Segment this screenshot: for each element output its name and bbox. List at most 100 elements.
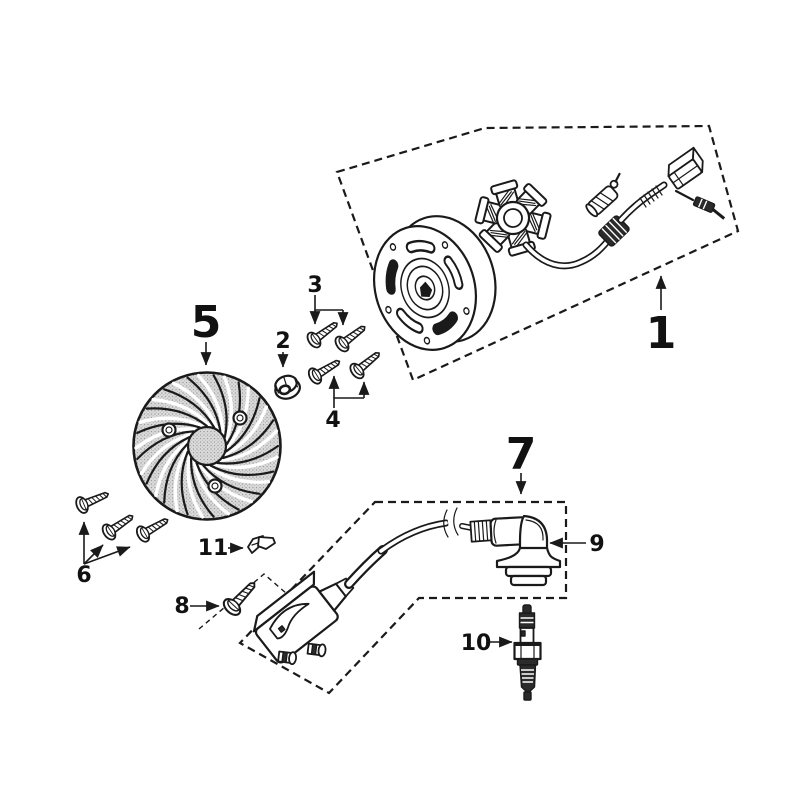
callout-5-label: 5 [191,297,222,348]
fan-cover [132,371,282,521]
callout-7-label: 7 [506,429,537,480]
fan-blade [202,464,261,495]
fan-blade [136,430,195,461]
cap-skirt [495,546,562,569]
bolt-8-axis-line [198,573,295,630]
pickup-coil-shape [614,172,621,183]
spark-plug-cap-shape [509,574,548,587]
cap-ribbed-boot-shape [469,519,493,543]
coil-mount-ear-2-shape [317,643,327,658]
rotor-slot [445,257,462,288]
cap-ribbed-boot-shape [473,520,489,542]
fan-cover-shape [134,373,280,519]
rotor-rivet-hole [423,336,431,345]
fan-blade [205,464,271,484]
callout-4: 4 [325,375,370,433]
grommet-shape [601,217,628,244]
cap-ribbed-boot [469,519,493,543]
callout-6: 6 [76,521,131,588]
spark-plug-shape [518,612,536,629]
rotor-rivet-hole [463,307,470,315]
spark-plug [513,604,542,701]
fan-blade [145,436,191,485]
callout-8: 8 [174,594,220,619]
callout-11: 11 [198,536,244,561]
connector [667,146,704,190]
fan-blade [196,373,225,436]
callout-10-label: 10 [461,631,492,656]
fan-blade [219,429,279,462]
connector-shape [672,165,699,187]
fan-blade [139,432,193,476]
wire-break-gap [447,509,458,543]
callout-6-shape [83,546,131,565]
stator-shape [503,208,523,228]
fan-blade [171,381,219,431]
fan-blade [163,388,216,429]
fan-blade [189,457,215,518]
callout-2: 2 [275,329,291,368]
ignition-coil [252,570,355,666]
fan-blade [216,444,280,465]
callout-5: 5 [191,297,222,366]
flange-nut-shape [275,375,299,394]
fan-mount-holes-shape [207,478,223,494]
rotor-slot [398,310,422,332]
branch-wire [674,189,695,202]
bullet-terminal-shape [711,208,726,220]
spark-plug-cap-shape [504,565,553,578]
rotor-slot [407,242,434,252]
fan-blade [173,446,189,513]
callout-6-shape [83,544,104,565]
fan-blade [154,439,190,497]
fan-blade [213,455,279,470]
spark-plug-cap-shape [525,519,544,541]
fan-blade [221,419,275,460]
fan-blade [223,405,268,456]
fan-blade [225,397,261,453]
callout-11-label: 11 [198,536,229,561]
callout-8-label: 8 [174,594,189,619]
ignition-coil-assembly [252,507,562,666]
callout-3: 3 [307,273,349,326]
fan-blade [209,464,275,476]
flange-nut-shape [278,384,292,396]
callout-4-label: 4 [325,408,340,433]
bullet-terminal-shape [692,196,716,213]
wire-clip-shape [257,536,276,550]
callout-2-label: 2 [275,329,290,354]
spiral-wrap [639,185,663,208]
rotor-slot [385,259,399,295]
coil-mount-ear-2 [306,642,327,658]
coil-mount-ear-1-shape [281,651,288,664]
fan-mount-holes-shape [236,414,244,422]
rotor-rivet-hole [389,243,397,251]
wire-clip-shape [251,542,259,546]
plug-threads [519,664,537,694]
flywheel-magneto-assembly [372,146,726,351]
group-7-boundary [238,500,568,695]
flange-nut [274,374,301,400]
crankshaft-hole [419,281,433,298]
pickup-coil-shape [585,203,599,218]
spark-plug-cap-shape [493,519,497,544]
spark-plug-shape [521,669,534,683]
spark-plug-shape [520,617,534,624]
callout-9-label: 9 [589,532,604,557]
fan-blade [186,376,222,433]
rotor-rivet-hole [385,305,392,314]
ignition-coil-assembly-shape [379,521,448,553]
callout-9: 9 [549,532,605,557]
fan-mount-holes-shape [211,482,219,490]
plug-electrode [523,691,532,701]
rotor-rivet-hole [441,241,449,249]
bullet-terminal [692,196,726,220]
fan-blade [192,459,230,516]
spark-plug-shape [520,630,526,637]
coil-hole [277,625,286,633]
fan-blade [186,453,205,519]
pickup-coil-shape [590,192,614,210]
rotor-slot [432,311,459,336]
